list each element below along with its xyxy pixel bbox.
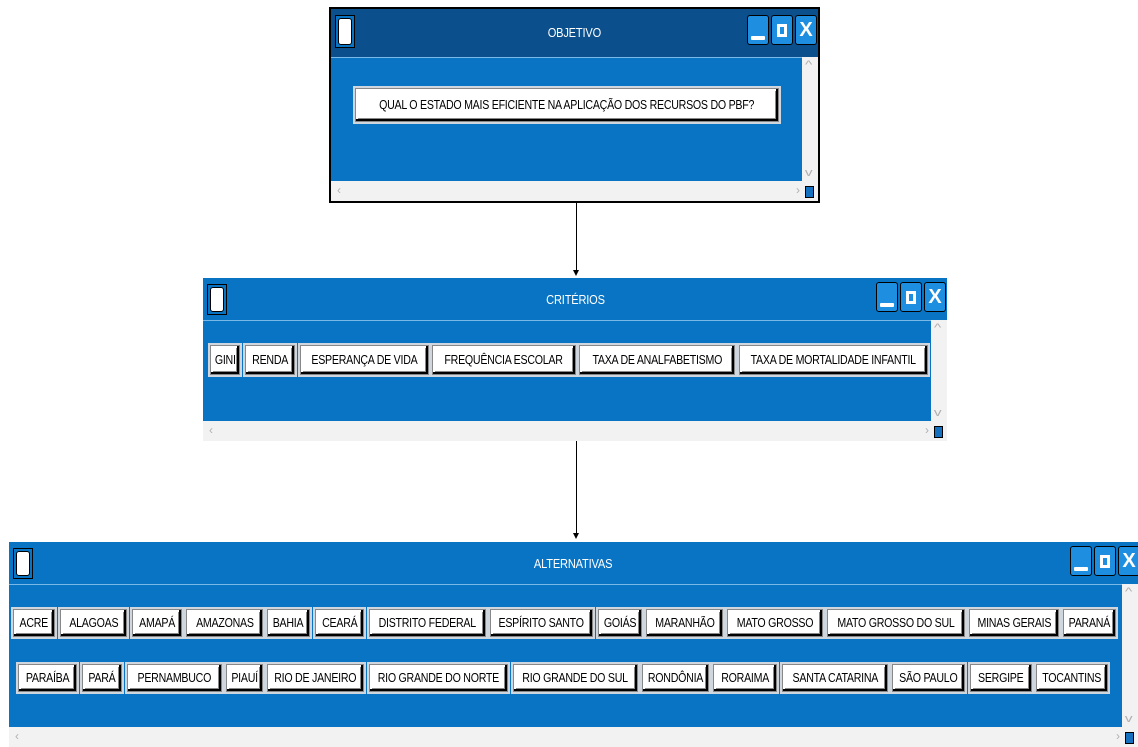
- window-title: OBJETIVO: [547, 24, 602, 40]
- maximize-icon[interactable]: [771, 15, 793, 45]
- alternative-button[interactable]: ALAGOAS: [58, 607, 129, 639]
- connector-line: [576, 441, 577, 534]
- alternative-button[interactable]: RIO GRANDE DO NORTE: [367, 662, 510, 694]
- window-system-icon[interactable]: [207, 284, 227, 315]
- alternative-button[interactable]: CEARÁ: [313, 607, 366, 639]
- criterion-button[interactable]: ESPERANÇA DE VIDA: [298, 343, 431, 377]
- close-icon[interactable]: X: [924, 282, 946, 312]
- alternative-button[interactable]: SANTA CATARINA: [780, 662, 890, 694]
- alternative-button[interactable]: MATO GROSSO: [725, 607, 825, 639]
- resize-grip-icon[interactable]: [934, 426, 943, 438]
- alternative-button[interactable]: AMAZONAS: [184, 607, 265, 639]
- window-title: ALTERNATIVAS: [534, 555, 613, 571]
- criterion-button[interactable]: TAXA DE ANALFABETISMO: [577, 343, 737, 377]
- objetivo-window: OBJETIVO X QUAL O ESTADO MAIS EFICIENTE …: [329, 7, 820, 203]
- window-system-icon[interactable]: [13, 548, 33, 579]
- criterios-content: GINI RENDA ESPERANÇA DE VIDA FREQUÊNCIA …: [203, 320, 931, 422]
- scroll-down-icon[interactable]: v: [933, 407, 942, 419]
- alternative-button[interactable]: MINAS GERAIS: [967, 607, 1061, 639]
- arrow-down-icon: [573, 270, 579, 276]
- alternative-button[interactable]: RIO GRANDE DO SUL: [511, 662, 640, 694]
- criterios-window: CRITÉRIOS X GINI RENDA ESPERANÇA DE VIDA…: [203, 278, 947, 441]
- criterion-button[interactable]: GINI: [208, 343, 242, 377]
- minimize-icon[interactable]: [876, 282, 898, 312]
- alternative-button[interactable]: PERNAMBUCO: [125, 662, 224, 694]
- scroll-left-icon[interactable]: ‹: [337, 183, 341, 197]
- alternative-button[interactable]: SERGIPE: [968, 662, 1034, 694]
- window-title: CRITÉRIOS: [545, 291, 605, 307]
- alternative-button[interactable]: TOCANTINS: [1034, 662, 1110, 694]
- alternativas-titlebar[interactable]: ALTERNATIVAS X: [9, 542, 1138, 584]
- objetivo-goal-button[interactable]: QUAL O ESTADO MAIS EFICIENTE NA APLICAÇÃ…: [353, 86, 781, 124]
- maximize-icon[interactable]: [1094, 546, 1116, 576]
- minimize-icon[interactable]: [747, 15, 769, 45]
- objetivo-titlebar[interactable]: OBJETIVO X: [331, 9, 818, 55]
- alternativas-window: ALTERNATIVAS X ACRE ALAGOAS AMAPÁ AMAZON…: [9, 542, 1138, 747]
- scroll-right-icon[interactable]: ›: [796, 183, 800, 197]
- vertical-scrollbar[interactable]: ^ v: [931, 320, 947, 421]
- scroll-up-icon[interactable]: ^: [804, 59, 813, 71]
- horizontal-scrollbar[interactable]: ‹ ›: [331, 181, 818, 201]
- criterion-button[interactable]: FREQUÊNCIA ESCOLAR: [430, 343, 578, 377]
- scroll-right-icon[interactable]: ›: [1116, 729, 1120, 743]
- alternative-button[interactable]: AMAPÁ: [130, 607, 184, 639]
- window-system-icon[interactable]: [335, 15, 355, 48]
- scroll-left-icon[interactable]: ‹: [15, 729, 19, 743]
- alternative-button[interactable]: GOIÁS: [596, 607, 644, 639]
- scroll-right-icon[interactable]: ›: [925, 423, 929, 437]
- horizontal-scrollbar[interactable]: ‹ ›: [9, 727, 1138, 747]
- vertical-scrollbar[interactable]: ^ v: [802, 57, 818, 181]
- horizontal-scrollbar[interactable]: ‹ ›: [203, 421, 947, 441]
- maximize-icon[interactable]: [900, 282, 922, 312]
- vertical-scrollbar[interactable]: ^ v: [1122, 584, 1138, 727]
- close-icon[interactable]: X: [1118, 546, 1138, 576]
- scroll-left-icon[interactable]: ‹: [209, 423, 213, 437]
- resize-grip-icon[interactable]: [1125, 732, 1134, 744]
- alternative-button[interactable]: SÃO PAULO: [890, 662, 967, 694]
- alternative-button[interactable]: MATO GROSSO DO SUL: [825, 607, 967, 639]
- alternative-button[interactable]: DISTRITO FEDERAL: [367, 607, 488, 639]
- connector-line: [576, 203, 577, 271]
- alternative-button[interactable]: RONDÔNIA: [640, 662, 711, 694]
- alternative-button[interactable]: PARÁ: [80, 662, 124, 694]
- alternative-button[interactable]: PIAUÍ: [224, 662, 265, 694]
- minimize-icon[interactable]: [1070, 546, 1092, 576]
- close-icon[interactable]: X: [795, 15, 817, 45]
- scroll-down-icon[interactable]: v: [1124, 713, 1133, 725]
- criterion-button[interactable]: RENDA: [243, 343, 297, 377]
- alternative-button[interactable]: BAHIA: [265, 607, 312, 639]
- alternative-button[interactable]: RORAIMA: [711, 662, 779, 694]
- alternative-button[interactable]: MARANHÃO: [644, 607, 725, 639]
- alternative-button[interactable]: ACRE: [11, 607, 57, 639]
- criterios-titlebar[interactable]: CRITÉRIOS X: [203, 278, 947, 320]
- scroll-down-icon[interactable]: v: [804, 167, 813, 179]
- alternativas-content: ACRE ALAGOAS AMAPÁ AMAZONAS BAHIA CEARÁ …: [9, 584, 1122, 728]
- scroll-up-icon[interactable]: ^: [933, 322, 942, 334]
- arrow-down-icon: [573, 533, 579, 539]
- alternative-button[interactable]: PARANÁ: [1061, 607, 1118, 639]
- scroll-up-icon[interactable]: ^: [1124, 586, 1133, 598]
- resize-grip-icon[interactable]: [805, 186, 814, 198]
- objetivo-content: QUAL O ESTADO MAIS EFICIENTE NA APLICAÇÃ…: [331, 57, 802, 182]
- alternative-button[interactable]: ESPÍRITO SANTO: [488, 607, 595, 639]
- alternative-button[interactable]: PARAÍBA: [16, 662, 79, 694]
- criterion-button[interactable]: TAXA DE MORTALIDADE INFANTIL: [737, 343, 930, 377]
- alternative-button[interactable]: RIO DE JANEIRO: [265, 662, 366, 694]
